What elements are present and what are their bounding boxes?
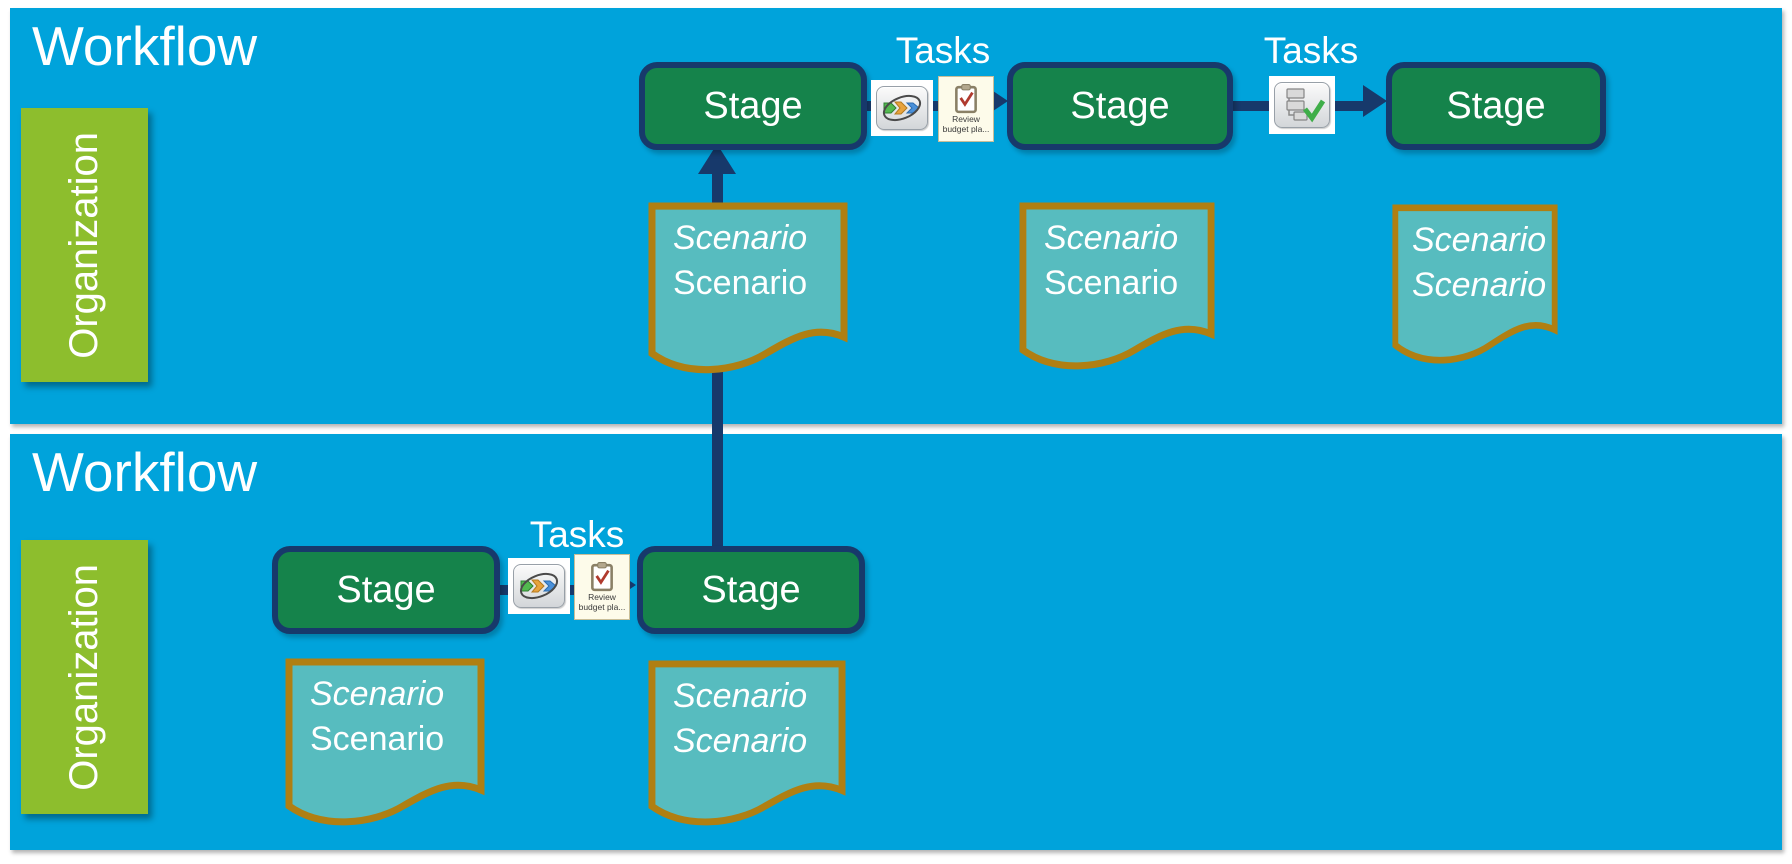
process-button (513, 564, 565, 608)
document-shape (648, 202, 848, 374)
scenario-line2: Scenario (310, 720, 445, 758)
task-caption-line1: Review (952, 113, 980, 124)
process-automation-icon (508, 558, 570, 614)
task-caption-line2: budget pla... (942, 124, 990, 134)
scenario-line1: Scenario (310, 675, 445, 713)
workflow-panel-1: Workflow Organization Stage Stage Stage … (10, 8, 1782, 424)
process-button (876, 86, 928, 130)
review-budget-task-icon: Review budget pla... (938, 76, 994, 142)
process-automation-icon (871, 80, 933, 136)
scenario-line2: Scenario (1412, 266, 1547, 304)
task-caption-line1: Review (588, 591, 616, 602)
document-shape (1019, 202, 1215, 370)
scenario-line1: Scenario (1044, 219, 1179, 257)
stage-label: Stage (1446, 84, 1546, 127)
tasks-label: Tasks (529, 514, 625, 555)
document-shape (285, 658, 485, 826)
task-caption-line2: budget pla... (578, 602, 626, 612)
stage-label: Stage (703, 84, 803, 127)
stage-label: Stage (336, 568, 436, 611)
scenario-line1: Scenario (1412, 221, 1547, 259)
scenario-line1: Scenario (673, 219, 808, 257)
stage-box: Stage (1007, 62, 1233, 150)
organization-box: Organization (21, 108, 148, 382)
organization-label: Organization (62, 563, 106, 791)
scenario-line2: Scenario (1044, 264, 1179, 302)
organization-box: Organization (21, 540, 148, 814)
stage-label: Stage (701, 568, 801, 611)
scenario-line1: Scenario (673, 677, 808, 715)
clipboard-check-icon (591, 561, 613, 591)
document-shape (1392, 204, 1558, 364)
stage-box: Stage (637, 546, 865, 634)
task-list-check-icon (1269, 76, 1335, 134)
scenario-line2: Scenario (673, 722, 808, 760)
task-list-button (1274, 82, 1330, 128)
scenario-document: Scenario Scenario (285, 658, 485, 830)
stage-box: Stage (639, 62, 867, 150)
scenario-document: Scenario Scenario (1392, 204, 1558, 368)
stage-box: Stage (1386, 62, 1606, 150)
review-budget-task-icon: Review budget pla... (574, 554, 630, 620)
stage-label: Stage (1070, 84, 1170, 127)
scenario-document: Scenario Scenario (648, 660, 846, 830)
panel-title: Workflow (32, 15, 258, 77)
workflow-panel-2: Workflow Organization Stage Stage Tasks (10, 434, 1782, 850)
loop-arrows-glyph (882, 94, 922, 122)
clipboard-check-icon (955, 83, 977, 113)
scenario-line2: Scenario (673, 264, 808, 302)
hierarchy-check-glyph (1286, 88, 1325, 123)
scenario-document: Scenario Scenario (1019, 202, 1215, 374)
tasks-label: Tasks (1263, 30, 1359, 71)
scenario-document: Scenario Scenario (648, 202, 848, 378)
panel-title: Workflow (32, 441, 258, 503)
loop-arrows-glyph (519, 572, 559, 600)
tasks-label: Tasks (895, 30, 991, 71)
stage-box: Stage (272, 546, 500, 634)
organization-label: Organization (62, 131, 106, 359)
document-shape (648, 660, 846, 826)
arrow-head-icon (1363, 85, 1387, 117)
